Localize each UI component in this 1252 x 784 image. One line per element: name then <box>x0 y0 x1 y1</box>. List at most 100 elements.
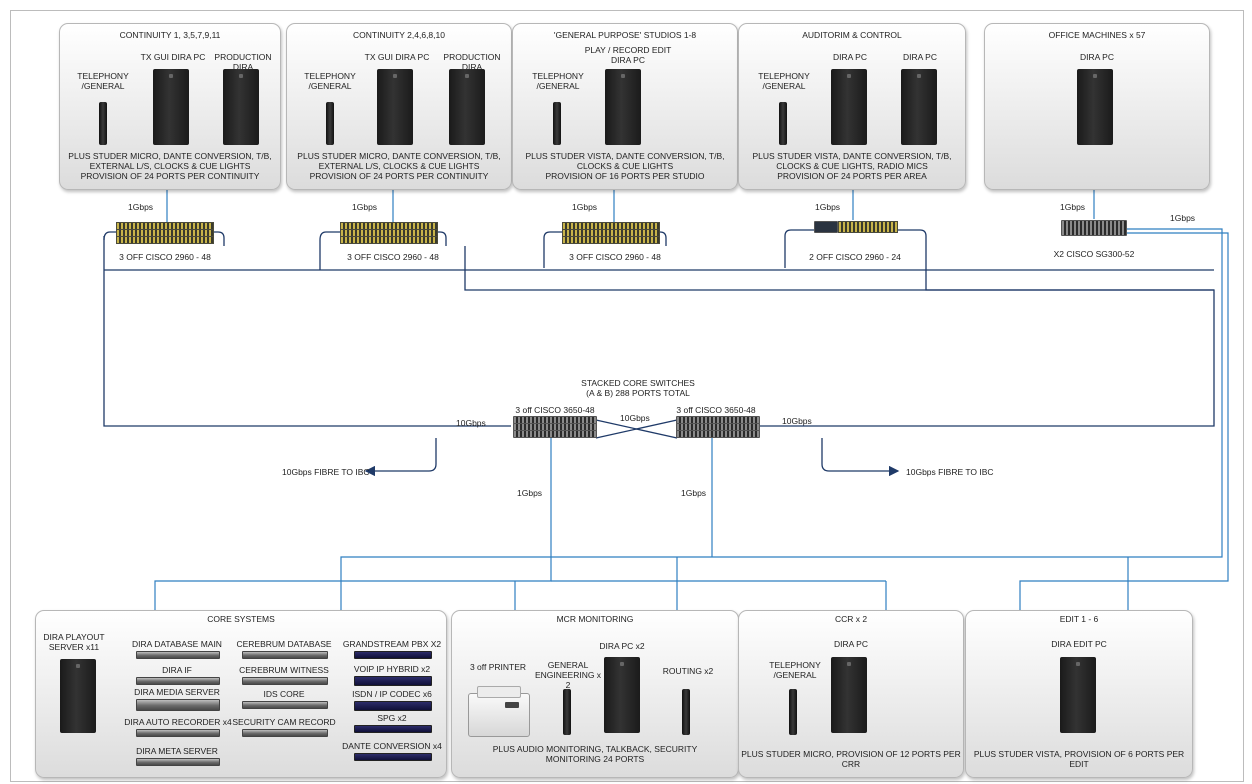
link-speed-label: 1Gbps <box>1170 213 1196 223</box>
printer-label: 3 off PRINTER <box>469 662 527 672</box>
office-box: OFFICE MACHINES x 57 DIRA PC <box>984 23 1210 190</box>
rack-device-icon <box>354 725 432 733</box>
server-label: DIRA META SERVER <box>136 746 218 756</box>
pc-label: PRODUCTION DIRA <box>214 52 272 72</box>
box-description: PLUS STUDER VISTA, DANTE CONVERSION, T/B… <box>525 151 725 181</box>
pc-label: DIRA PC <box>832 52 867 62</box>
routing-device-icon <box>682 689 690 735</box>
telephony-label: TELEPHONY /GENERAL <box>304 71 356 91</box>
pc-tower-icon <box>901 69 937 145</box>
link-speed-label: 10Gbps <box>456 418 486 428</box>
server-label: IDS CORE <box>263 689 305 699</box>
box-title: CONTINUITY 2,4,6,8,10 <box>353 30 445 40</box>
mcr-monitoring-box: MCR MONITORING DIRA PC x2 3 off PRINTER … <box>451 610 739 778</box>
access-switch-icon <box>116 236 214 244</box>
telephony-device-icon <box>779 102 787 145</box>
pc-tower-icon <box>449 69 485 145</box>
core-switch-icon <box>676 430 760 438</box>
routing-label: ROUTING x2 <box>662 666 714 676</box>
box-title: CORE SYSTEMS <box>207 614 275 624</box>
access-switch-icon <box>838 221 898 233</box>
switch-label: 3 OFF CISCO 2960 - 48 <box>569 252 661 262</box>
rack-server-icon <box>136 729 220 737</box>
pc-label: DIRA PC <box>902 52 937 62</box>
trunk-line <box>784 229 1214 291</box>
device-label: DANTE CONVERSION x4 <box>342 741 442 751</box>
box-title: OFFICE MACHINES x 57 <box>1048 30 1146 40</box>
office-link <box>340 228 1223 612</box>
link-speed-label: 1Gbps <box>815 202 841 212</box>
box-description: PLUS STUDER VISTA, PROVISION OF 6 PORTS … <box>973 749 1185 769</box>
switch-label: 3 OFF CISCO 2960 - 48 <box>347 252 439 262</box>
rack-server-icon <box>242 677 328 685</box>
core-systems-box: CORE SYSTEMS DIRA PLAYOUT SERVER x11 DIR… <box>35 610 447 778</box>
pc-label: DIRA PC x2 <box>599 641 645 651</box>
fibre-label: 10Gbps FIBRE TO IBC <box>906 467 994 477</box>
box-title: AUDITORIM & CONTROL <box>802 30 902 40</box>
server-label: DIRA MEDIA SERVER <box>134 687 220 697</box>
access-switch-icon <box>562 236 660 244</box>
box-description: PLUS AUDIO MONITORING, TALKBACK, SECURIT… <box>492 744 698 764</box>
box-title: CONTINUITY 1, 3,5,7,9,11 <box>119 30 221 40</box>
box-title: MCR MONITORING <box>556 614 634 624</box>
telephony-label: TELEPHONY /GENERAL <box>77 71 129 91</box>
switch-label: 3 OFF CISCO 2960 - 48 <box>119 252 211 262</box>
rack-server-icon <box>242 701 328 709</box>
link-speed-label: 1Gbps <box>517 488 543 498</box>
link-speed-label: 1Gbps <box>128 202 154 212</box>
device-label: GRANDSTREAM PBX X2 <box>342 639 442 649</box>
edit-box: EDIT 1 - 6 DIRA EDIT PC PLUS STUDER VIST… <box>965 610 1193 778</box>
core-title: STACKED CORE SWITCHES (A & B) 288 PORTS … <box>581 378 695 398</box>
telephony-label: TELEPHONY /GENERAL <box>532 71 584 91</box>
core-downlink-a <box>154 438 552 612</box>
pc-tower-icon <box>1077 69 1113 145</box>
pc-label: DIRA PC <box>1079 52 1114 62</box>
diagram-frame <box>10 10 1244 782</box>
pc-label: PRODUCTION DIRA <box>443 52 501 72</box>
server-label: DIRA IF <box>162 665 192 675</box>
switch-label: X2 CISCO SG300-52 <box>1053 249 1135 259</box>
box-description: PLUS STUDER MICRO, DANTE CONVERSION, T/B… <box>68 151 272 181</box>
link-speed-label: 10Gbps <box>620 413 650 423</box>
trunk-line <box>103 231 225 246</box>
core-switch-label: 3 off CISCO 3650-48 <box>676 405 756 415</box>
fibre-arrow-left <box>364 438 437 477</box>
pc-tower-icon <box>604 657 640 733</box>
rack-device-icon <box>354 753 432 761</box>
general-engineering-label: GENERAL ENGINEERING x 2 <box>534 660 602 690</box>
rack-server-icon <box>242 651 328 659</box>
fibre-arrow-right <box>821 438 900 477</box>
device-label: VOIP IP HYBRID x2 <box>353 664 431 674</box>
core-switch-label: 3 off CISCO 3650-48 <box>515 405 595 415</box>
playout-label: DIRA PLAYOUT SERVER x11 <box>43 632 105 652</box>
device-label: ISDN / IP CODEC x6 <box>352 689 432 699</box>
pc-label: TX GUI DIRA PC <box>364 52 430 62</box>
access-switch-icon <box>340 236 438 244</box>
auditorium-box: AUDITORIM & CONTROL TELEPHONY /GENERAL D… <box>738 23 966 190</box>
general-purpose-box: 'GENERAL PURPOSE' STUDIOS 1-8 TELEPHONY … <box>512 23 738 190</box>
office-switch-icon <box>1061 220 1127 236</box>
telephony-label: TELEPHONY /GENERAL <box>758 71 810 91</box>
rack-device-icon <box>354 651 432 659</box>
link-speed-label: 1Gbps <box>1060 202 1086 212</box>
access-switch-icon <box>814 221 838 233</box>
rack-server-icon <box>136 651 220 659</box>
pc-tower-icon <box>605 69 641 145</box>
rack-server-icon <box>136 758 220 766</box>
pc-tower-icon <box>223 69 259 145</box>
link-speed-label: 1Gbps <box>681 488 707 498</box>
link-speed-label: 10Gbps <box>782 416 812 426</box>
rack-server-icon <box>136 699 220 711</box>
trunk-line <box>464 246 1215 427</box>
link-speed-label: 1Gbps <box>572 202 598 212</box>
server-label: CEREBRUM WITNESS <box>239 665 329 675</box>
pc-label: TX GUI DIRA PC <box>140 52 206 62</box>
rack-device-icon <box>354 701 432 711</box>
ccr-box: CCR x 2 DIRA PC TELEPHONY /GENERAL PLUS … <box>738 610 964 778</box>
server-label: DIRA DATABASE MAIN <box>132 639 222 649</box>
pc-label: DIRA PC <box>833 639 868 649</box>
rack-server-icon <box>136 677 220 685</box>
printer-icon <box>468 686 530 737</box>
